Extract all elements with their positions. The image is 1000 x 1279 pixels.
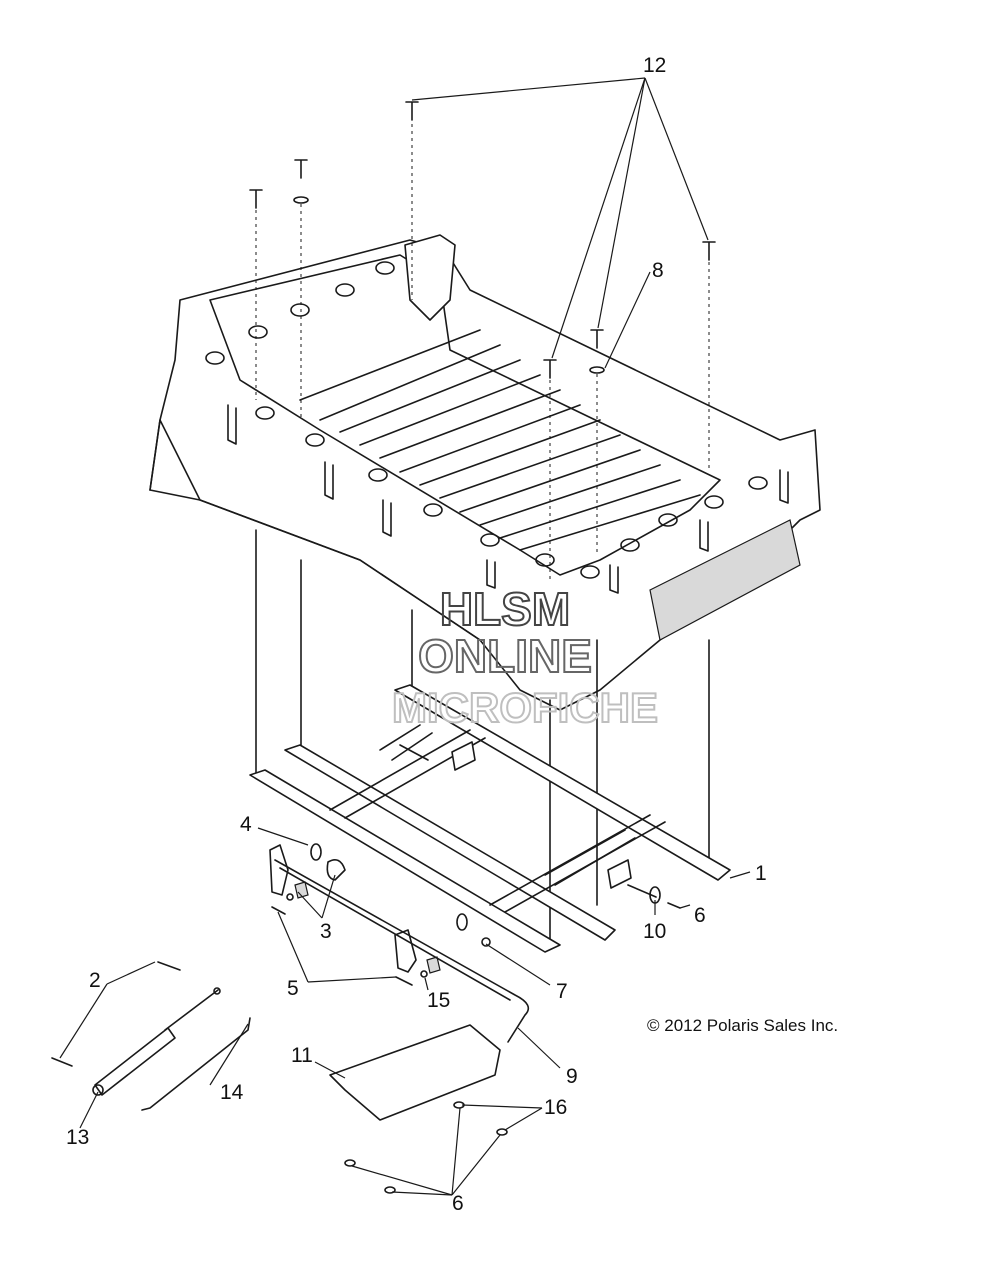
bolt-icon xyxy=(395,976,413,986)
nut-icon xyxy=(420,970,428,978)
callout-7: 7 xyxy=(556,980,568,1003)
bushing-icon xyxy=(310,843,322,861)
latch-plate xyxy=(269,844,289,896)
callout-14: 14 xyxy=(220,1081,244,1104)
washer-icon xyxy=(496,1128,508,1136)
callout-15: 15 xyxy=(427,989,450,1012)
callout-labels: 12 8 1 4 3 6 10 2 5 15 7 11 9 14 16 13 6 xyxy=(66,54,767,1215)
frame-rail-mid xyxy=(284,744,616,941)
bolt-icon xyxy=(543,359,557,379)
latch-assemblies xyxy=(269,844,441,974)
latch-plate xyxy=(394,929,417,973)
callout-3: 3 xyxy=(320,920,332,943)
washer-icon xyxy=(293,196,309,204)
callout-6a: 6 xyxy=(694,904,706,927)
frame-rail-left xyxy=(249,769,561,953)
mounting-bolts xyxy=(249,101,716,379)
nut-icon xyxy=(286,893,294,901)
copyright-notice: © 2012 Polaris Sales Inc. xyxy=(647,1016,838,1035)
callout-16: 16 xyxy=(544,1096,567,1119)
rim-tie-down-holes xyxy=(205,261,768,579)
washer-icon xyxy=(384,1186,396,1194)
cargo-frame xyxy=(249,684,731,953)
leader-lines xyxy=(59,77,751,1196)
skid-plate xyxy=(329,1024,501,1121)
watermark-line2: ONLINE xyxy=(418,630,592,682)
pin-parts xyxy=(51,961,181,1067)
watermark-line3: MICROFICHE xyxy=(392,684,658,731)
cargo-box-corner-post xyxy=(404,234,456,321)
pin-icon xyxy=(51,1057,73,1067)
frame-crossmember-back xyxy=(544,829,636,886)
callout-12: 12 xyxy=(643,54,666,77)
latch-spring xyxy=(426,956,441,974)
callout-11: 11 xyxy=(291,1044,313,1067)
latch-rod xyxy=(274,859,530,1043)
callout-5: 5 xyxy=(287,977,299,1000)
callout-13: 13 xyxy=(66,1126,89,1149)
callout-1: 1 xyxy=(755,862,767,885)
pin-icon xyxy=(157,961,181,971)
callout-8: 8 xyxy=(652,259,664,282)
skid-hardware xyxy=(344,1101,508,1194)
frame-crossmember-center xyxy=(379,724,433,761)
callout-4: 4 xyxy=(240,813,252,836)
bolt-icon xyxy=(249,189,263,209)
gas-strut xyxy=(92,987,221,1096)
retaining-cable xyxy=(141,1017,251,1111)
bolt-icon xyxy=(271,906,286,915)
watermark-line1: HLSM xyxy=(440,583,570,635)
bolt-icon xyxy=(590,329,604,349)
frame-bracket xyxy=(451,741,476,771)
bolt-icon xyxy=(667,902,681,909)
cargo-box xyxy=(149,234,821,711)
bushing-icon xyxy=(456,913,468,931)
callout-6b: 6 xyxy=(452,1192,464,1215)
callout-9: 9 xyxy=(566,1065,578,1088)
frame-rail-right xyxy=(394,684,731,881)
pin-icon xyxy=(627,884,657,898)
latch-clip xyxy=(326,859,346,881)
bolt-icon xyxy=(702,241,716,261)
latch-spring xyxy=(294,881,309,899)
cargo-box-side-panel xyxy=(149,419,481,641)
callout-10: 10 xyxy=(643,920,666,943)
hardware-group xyxy=(271,744,681,986)
watermark: HLSM ONLINE MICROFICHE xyxy=(391,582,659,732)
floor-ribs xyxy=(299,329,701,551)
washer-icon xyxy=(344,1159,356,1167)
pin-icon xyxy=(399,744,429,761)
washer-icon xyxy=(589,366,605,374)
tie-down-hooks xyxy=(227,404,789,594)
bolt-icon xyxy=(405,101,419,121)
bolt-icon xyxy=(294,159,308,179)
frame-crossmember-front xyxy=(329,729,486,819)
frame-bracket xyxy=(607,859,632,889)
callout-2: 2 xyxy=(89,969,101,992)
tail-reflector xyxy=(649,519,801,641)
nut-icon xyxy=(481,937,491,947)
